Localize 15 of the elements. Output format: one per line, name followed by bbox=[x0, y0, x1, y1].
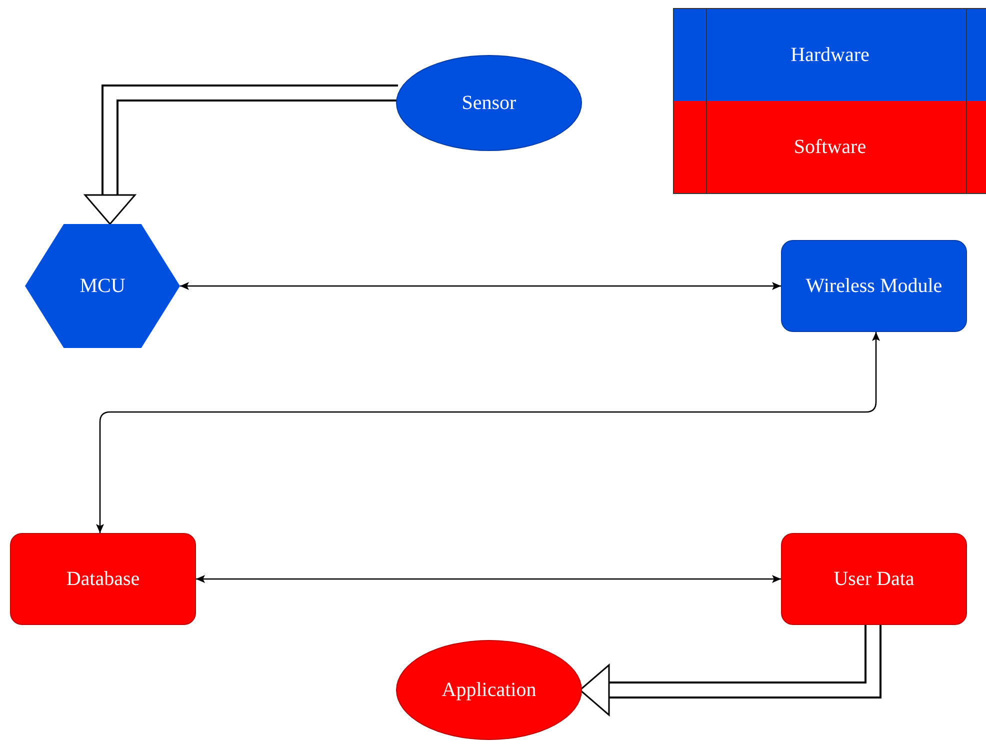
hollow-arrow bbox=[83, 84, 398, 226]
legend-label: Hardware bbox=[790, 44, 870, 66]
node-label: MCU bbox=[80, 274, 126, 299]
node-label: Sensor bbox=[462, 91, 516, 116]
legend-label: Software bbox=[794, 136, 866, 158]
arrow bbox=[196, 575, 781, 583]
node-label: Application bbox=[442, 678, 536, 703]
arrow bbox=[180, 282, 781, 290]
process-box bbox=[10, 533, 196, 625]
node-label: User Data bbox=[834, 567, 914, 592]
process-box bbox=[781, 240, 967, 332]
process-box bbox=[781, 533, 967, 625]
node-label: Database bbox=[66, 567, 140, 592]
node-label: Wireless Module bbox=[806, 274, 942, 299]
arrow bbox=[96, 332, 880, 533]
